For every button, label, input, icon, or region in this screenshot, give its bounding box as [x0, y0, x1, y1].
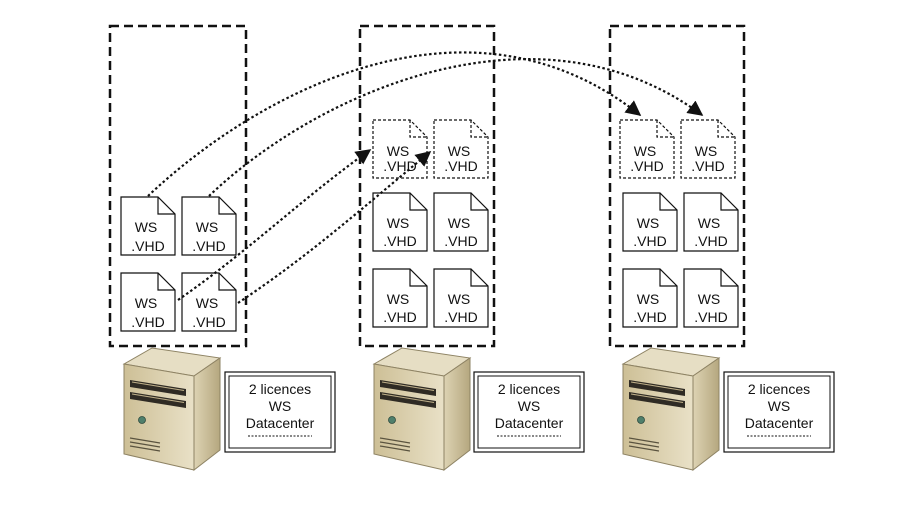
vhd-file: WS .VHD	[433, 268, 489, 328]
svg-text:WS: WS	[698, 215, 721, 231]
svg-text:WS: WS	[387, 291, 410, 307]
vhd-file: WS .VHD	[622, 192, 678, 252]
vhd-file: WS .VHD	[683, 192, 739, 252]
vhd-file-incoming: WS .VHD	[372, 119, 428, 179]
host-2: WS .VHD WS .VHD WS .VHD WS .VHD WS .VHD …	[358, 24, 585, 471]
svg-text:.VHD: .VHD	[192, 314, 225, 330]
svg-text:2 licences: 2 licences	[249, 381, 311, 397]
arrow-to-host-2-a	[177, 149, 372, 301]
vhd-file-incoming: WS .VHD	[433, 119, 489, 179]
svg-text:2 licences: 2 licences	[748, 381, 810, 397]
arrow-to-host-3-a	[147, 51, 642, 197]
svg-text:.VHD: .VHD	[633, 233, 666, 249]
licence-box: 2 licences WS Datacenter	[723, 371, 835, 453]
svg-text:.VHD: .VHD	[192, 238, 225, 254]
host-2-vm-container	[358, 24, 496, 348]
server-icon	[622, 347, 720, 471]
svg-text:2 licences: 2 licences	[498, 381, 560, 397]
vhd-file: WS .VHD	[372, 268, 428, 328]
arrow-to-host-3-b	[208, 58, 704, 197]
svg-text:.VHD: .VHD	[383, 309, 416, 325]
svg-text:WS: WS	[448, 215, 471, 231]
vhd-file: WS .VHD	[120, 272, 176, 332]
svg-text:.VHD: .VHD	[444, 309, 477, 325]
svg-text:WS: WS	[768, 398, 791, 414]
svg-text:WS: WS	[196, 295, 219, 311]
svg-text:WS: WS	[634, 143, 657, 159]
svg-text:WS: WS	[387, 215, 410, 231]
host-3: WS .VHD WS .VHD WS .VHD WS .VHD WS .VHD …	[608, 24, 835, 471]
svg-text:WS: WS	[518, 398, 541, 414]
svg-text:.VHD: .VHD	[131, 238, 164, 254]
svg-text:.VHD: .VHD	[383, 233, 416, 249]
svg-text:.VHD: .VHD	[444, 158, 477, 174]
svg-text:WS: WS	[698, 291, 721, 307]
migration-arrows	[147, 51, 704, 304]
svg-text:WS: WS	[637, 215, 660, 231]
svg-text:WS: WS	[196, 219, 219, 235]
vhd-file-incoming: WS .VHD	[680, 119, 736, 179]
svg-text:Datacenter: Datacenter	[246, 415, 315, 431]
vhd-file: WS .VHD	[181, 272, 237, 332]
host-1-vhd-files: WS .VHD WS .VHD WS .VHD WS .VHD	[120, 196, 237, 332]
host-3-incoming-vhd-files: WS .VHD WS .VHD	[619, 119, 736, 179]
svg-text:.VHD: .VHD	[633, 309, 666, 325]
vhd-file: WS .VHD	[120, 196, 176, 256]
server-icon	[373, 347, 471, 471]
svg-text:Datacenter: Datacenter	[745, 415, 814, 431]
licence-box: 2 licences WS Datacenter	[473, 371, 585, 453]
svg-text:.VHD: .VHD	[630, 158, 663, 174]
svg-text:.VHD: .VHD	[444, 233, 477, 249]
vhd-file: WS .VHD	[372, 192, 428, 252]
svg-text:.VHD: .VHD	[691, 158, 724, 174]
host-2-incoming-vhd-files: WS .VHD WS .VHD	[372, 119, 489, 179]
svg-text:WS: WS	[448, 291, 471, 307]
host-1: WS .VHD WS .VHD WS .VHD WS .VHD 2 licenc…	[108, 24, 336, 471]
vhd-file: WS .VHD	[622, 268, 678, 328]
svg-text:WS: WS	[135, 219, 158, 235]
host-1-vm-container	[108, 24, 248, 348]
svg-text:WS: WS	[387, 143, 410, 159]
svg-text:Datacenter: Datacenter	[495, 415, 564, 431]
svg-text:WS: WS	[637, 291, 660, 307]
host-2-vhd-files: WS .VHD WS .VHD WS .VHD WS .VHD	[372, 192, 489, 328]
vhd-file-incoming: WS .VHD	[619, 119, 675, 179]
svg-text:WS: WS	[695, 143, 718, 159]
vhd-file: WS .VHD	[433, 192, 489, 252]
arrow-to-host-2-b	[237, 151, 432, 304]
svg-text:WS: WS	[448, 143, 471, 159]
svg-text:.VHD: .VHD	[694, 309, 727, 325]
host-3-vhd-files: WS .VHD WS .VHD WS .VHD WS .VHD	[622, 192, 739, 328]
server-icon	[123, 347, 221, 471]
svg-text:WS: WS	[135, 295, 158, 311]
licence-box: 2 licences WS Datacenter	[224, 371, 336, 453]
host-3-vm-container	[608, 24, 746, 348]
svg-text:.VHD: .VHD	[694, 233, 727, 249]
vhd-file: WS .VHD	[181, 196, 237, 256]
vhd-file: WS .VHD	[683, 268, 739, 328]
svg-text:WS: WS	[269, 398, 292, 414]
svg-text:.VHD: .VHD	[131, 314, 164, 330]
